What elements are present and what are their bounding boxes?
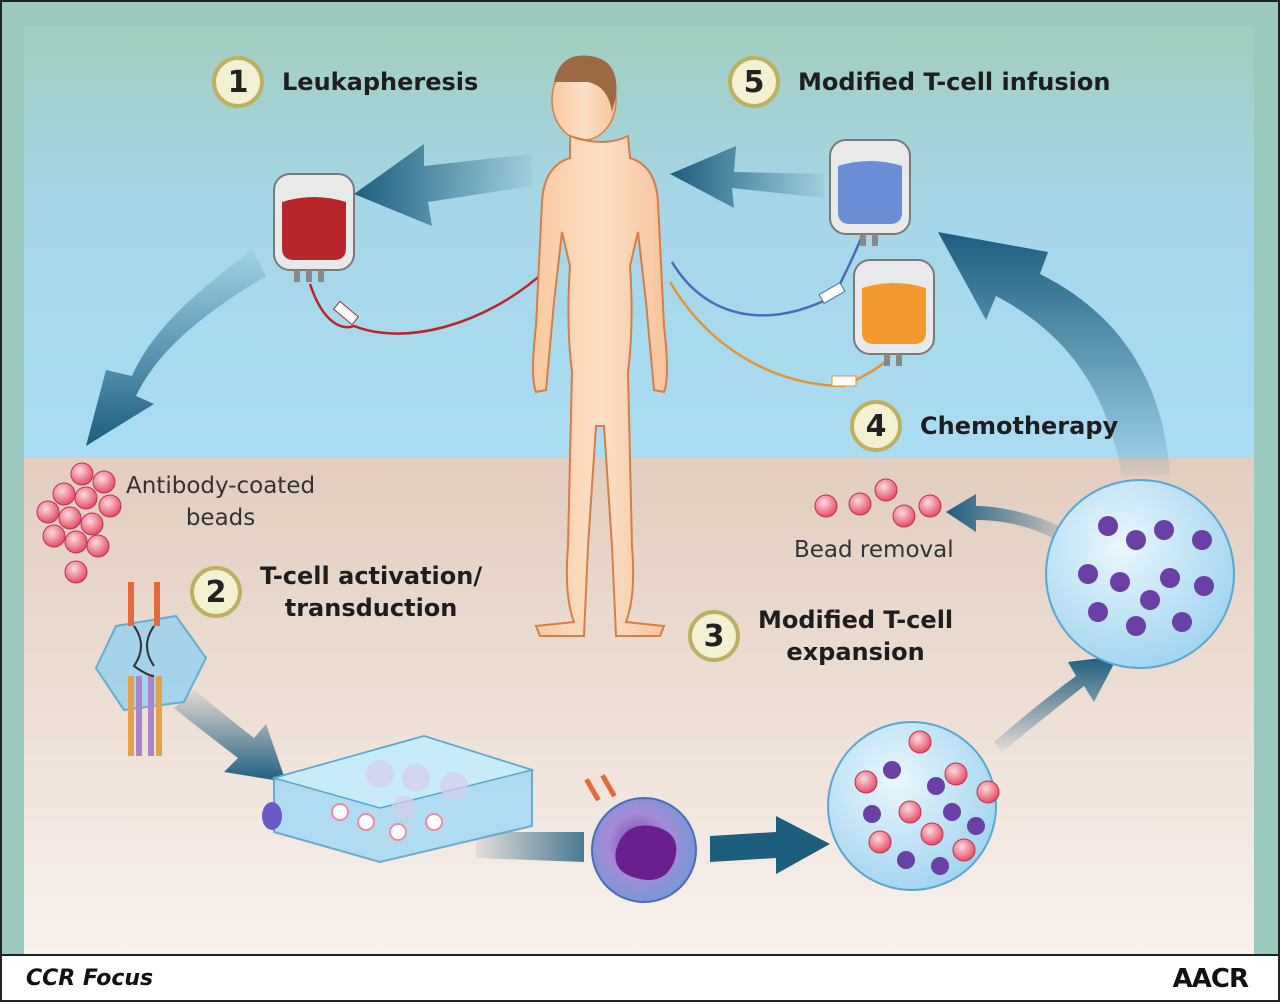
step-3-label: Modified T-cell expansion xyxy=(758,604,953,669)
modified-t-cell xyxy=(584,774,697,903)
arrow-to-infusion-bag xyxy=(938,232,1170,476)
step-3-label-line1: Modified T-cell xyxy=(758,606,954,634)
beads-note-line1: Antibody-coated xyxy=(126,473,316,499)
step-3: 3 Modified T-cell expansion xyxy=(688,604,953,669)
footer-bar: CCR Focus AACR xyxy=(2,954,1278,1000)
step-2-label: T-cell activation/ transduction xyxy=(260,560,482,625)
patient-figure xyxy=(532,55,668,637)
chemo-tube xyxy=(668,281,892,388)
step-1-number: 1 xyxy=(212,56,264,108)
publisher-logo: AACR xyxy=(1172,964,1249,994)
blood-tube xyxy=(308,271,545,335)
step-5-number: 5 xyxy=(728,56,780,108)
tcell-tube-clamp xyxy=(818,281,846,305)
step-5: 5 Modified T-cell infusion xyxy=(728,56,1110,108)
step-5-label: Modified T-cell infusion xyxy=(798,67,1111,96)
arrow-to-cell xyxy=(476,832,584,862)
beads-note-line2: beads xyxy=(185,505,256,532)
expanded-t-cell-circle xyxy=(1045,479,1235,669)
step-3-number: 3 xyxy=(688,610,740,663)
arrow-to-person xyxy=(670,146,824,208)
arrow-to-expanded-culture xyxy=(994,656,1118,752)
step-2-label-line1: T-cell activation/ xyxy=(260,562,483,590)
step-1-label: Leukapheresis xyxy=(282,67,479,96)
blood-bag xyxy=(273,173,355,282)
step-1: 1 Leukapheresis xyxy=(212,56,478,108)
arrow-bead-removal xyxy=(946,494,1074,544)
step-4-label: Chemotherapy xyxy=(920,411,1119,440)
bead-removal-note: Bead removal xyxy=(794,537,954,563)
illustration-svg xyxy=(24,26,1254,954)
chemotherapy-bag xyxy=(853,259,935,366)
arrow-to-flask xyxy=(174,690,286,782)
step-2-label-line2: transduction xyxy=(284,594,458,623)
step-4-number: 4 xyxy=(850,400,902,452)
tcell-tube xyxy=(670,235,864,317)
step-2: 2 T-cell activation/ transduction xyxy=(190,560,482,625)
removed-beads xyxy=(814,478,942,528)
step-4: 4 Chemotherapy xyxy=(850,400,1118,452)
arrow-to-beads xyxy=(86,250,266,446)
expansion-culture-circle xyxy=(827,721,1000,891)
step-3-label-line2: expansion xyxy=(786,638,925,667)
arrow-to-expansion xyxy=(710,816,830,874)
arrow-to-blood-bag xyxy=(354,144,532,226)
step-2-number: 2 xyxy=(190,566,242,619)
culture-flask xyxy=(262,734,535,864)
bead-cluster xyxy=(36,462,122,584)
beads-note: Antibody-coated beads xyxy=(126,470,315,534)
receptor-hexagon xyxy=(94,582,208,756)
tcell-bag xyxy=(829,139,911,246)
blood-tube-clamp xyxy=(332,300,360,326)
illustration-panel: 1 Leukapheresis 5 Modified T-cell infusi… xyxy=(24,26,1254,954)
chemo-tube-clamp xyxy=(831,375,857,387)
journal-name: CCR Focus xyxy=(26,966,154,991)
